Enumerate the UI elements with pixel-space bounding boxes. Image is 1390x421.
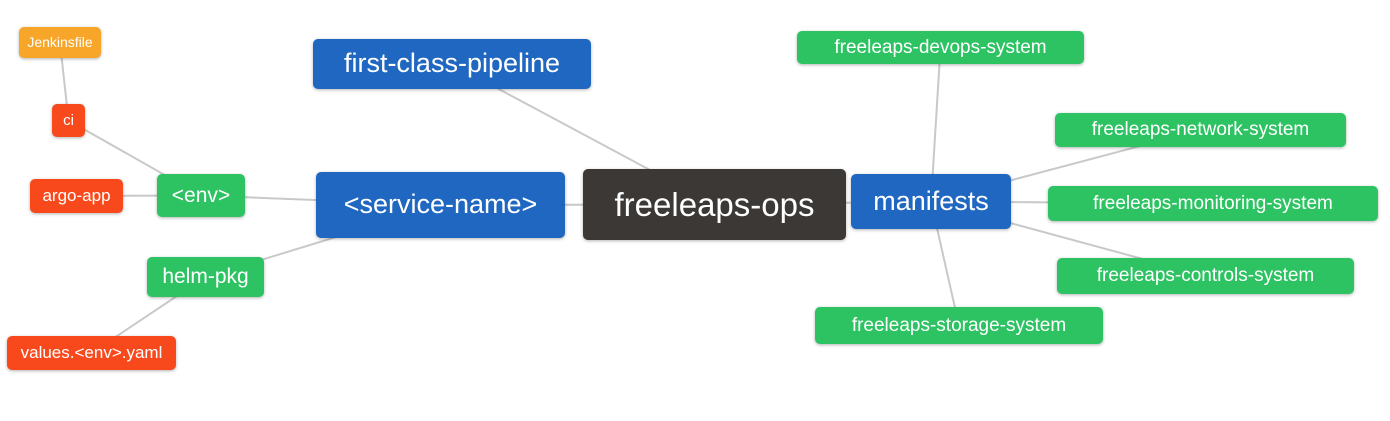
- node-label: freeleaps-controls-system: [1096, 265, 1315, 286]
- node-ci[interactable]: ci: [52, 104, 85, 137]
- node-label: <service-name>: [343, 189, 538, 219]
- node-freeleaps-ops[interactable]: freeleaps-ops: [583, 169, 846, 240]
- node-helm-pkg[interactable]: helm-pkg: [147, 257, 264, 297]
- node-argo-app[interactable]: argo-app: [30, 179, 123, 213]
- node-jenkinsfile[interactable]: Jenkinsfile: [19, 27, 101, 58]
- node-label: first-class-pipeline: [343, 48, 561, 78]
- node-freeleaps-devops-system[interactable]: freeleaps-devops-system: [797, 31, 1084, 64]
- node-service-name[interactable]: <service-name>: [316, 172, 565, 238]
- node-freeleaps-controls-system[interactable]: freeleaps-controls-system: [1057, 258, 1354, 294]
- node-first-class-pipeline[interactable]: first-class-pipeline: [313, 39, 591, 89]
- node-freeleaps-network-system[interactable]: freeleaps-network-system: [1055, 113, 1346, 147]
- node-label: freeleaps-storage-system: [851, 314, 1067, 336]
- node-env[interactable]: <env>: [157, 174, 245, 217]
- node-label: ci: [63, 111, 74, 129]
- node-manifests[interactable]: manifests: [851, 174, 1011, 229]
- node-freeleaps-storage-system[interactable]: freeleaps-storage-system: [815, 307, 1103, 344]
- node-label: manifests: [873, 185, 989, 216]
- node-label: freeleaps-monitoring-system: [1093, 192, 1333, 214]
- node-label: values.<env>.yaml: [20, 343, 163, 362]
- node-label: helm-pkg: [162, 265, 249, 288]
- node-label: <env>: [171, 183, 231, 207]
- node-label: argo-app: [42, 186, 111, 205]
- node-values-env-yaml[interactable]: values.<env>.yaml: [7, 336, 176, 370]
- node-label: Jenkinsfile: [27, 34, 93, 50]
- node-freeleaps-monitoring-system[interactable]: freeleaps-monitoring-system: [1048, 186, 1378, 221]
- node-label: freeleaps-devops-system: [834, 36, 1047, 58]
- node-label: freeleaps-ops: [614, 185, 815, 223]
- node-label: freeleaps-network-system: [1091, 119, 1310, 140]
